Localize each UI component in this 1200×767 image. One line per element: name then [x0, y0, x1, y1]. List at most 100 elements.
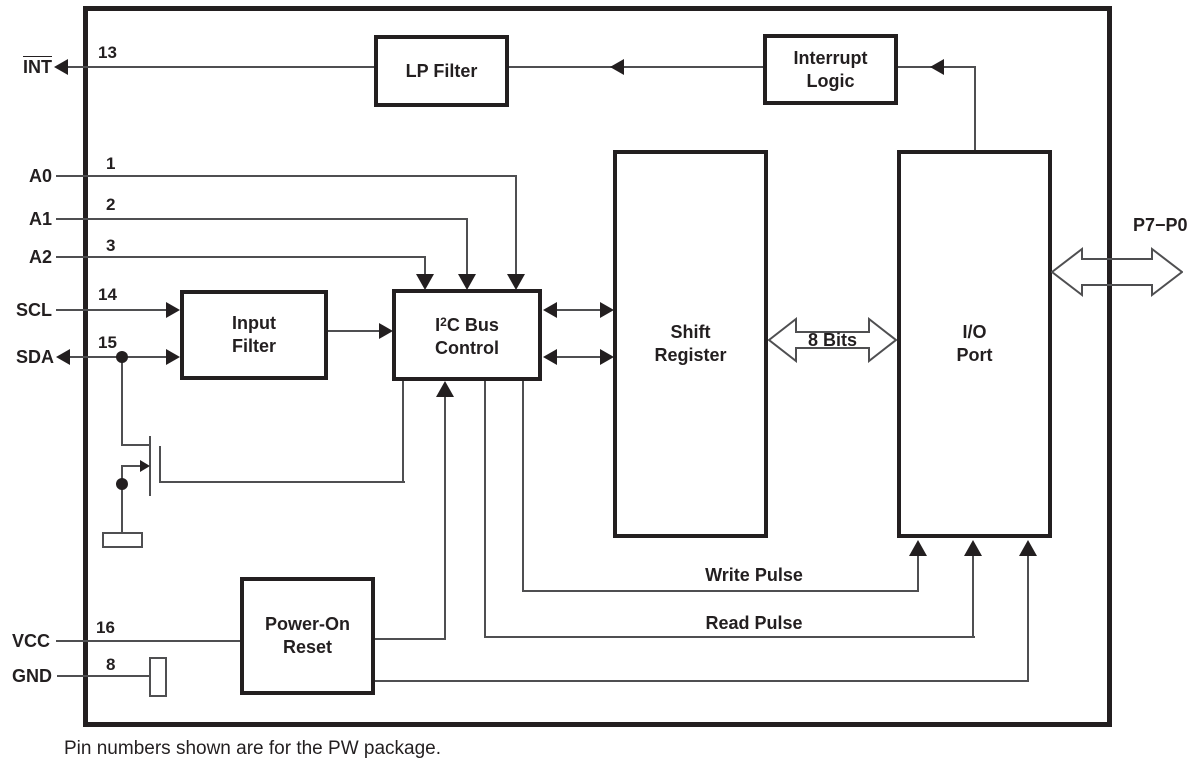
block-io-port: I/O Port: [897, 150, 1052, 538]
wire-read-pulse: [485, 636, 975, 638]
arrowhead-interrupt-in: [930, 59, 944, 75]
pin-number-gnd: 8: [106, 655, 116, 674]
pin-label-gnd: GND: [12, 666, 52, 686]
pin-label-sda: SDA: [15, 347, 54, 367]
mosfet-substrate-symbol: [102, 532, 143, 548]
label-8-bits: 8 Bits: [807, 330, 858, 350]
wire-interrupt-vertical: [974, 66, 976, 150]
arrowhead-sda-out: [56, 349, 70, 365]
mosfet-gate-bar: [159, 446, 161, 483]
wire-i2c-shiftreg-1: [548, 309, 602, 311]
arrowhead-scl-into-filter: [166, 302, 180, 318]
wire-a1: [56, 218, 468, 220]
pin-label-a0: A0: [28, 166, 52, 186]
pin-label-scl: SCL: [16, 300, 52, 320]
block-label: LP Filter: [405, 60, 478, 81]
arrowhead-bi1-right: [600, 302, 614, 318]
arrowhead-por-into-ioport: [1019, 540, 1037, 556]
gnd-resistor-symbol: [149, 657, 167, 697]
junction-mosfet-source: [116, 478, 128, 490]
wire-i2c-to-gate-vertical: [402, 378, 404, 483]
wire-write-vertical: [522, 378, 524, 592]
wire-por-to-i2c-vertical: [444, 392, 446, 640]
block-label: Reset: [282, 637, 333, 657]
pin-number-a0: 1: [106, 154, 116, 173]
arrowhead-mosfet-source: [140, 460, 150, 472]
pin-number-a1: 2: [106, 195, 116, 214]
arrowhead-a0-into-i2c: [507, 274, 525, 290]
block-label: Register: [654, 345, 727, 365]
wire-write-to-ioport-vertical: [917, 548, 919, 592]
wire-a1-vertical: [466, 218, 468, 280]
wire-a0-vertical: [515, 175, 517, 280]
arrowhead-filter-into-i2c: [379, 323, 393, 339]
arrowhead-por-into-i2c: [436, 381, 454, 397]
block-label: Input: [232, 313, 276, 333]
label-write-pulse: Write Pulse: [705, 565, 803, 585]
wire-por-to-ioport-vertical: [1027, 548, 1029, 682]
pin-number-scl: 14: [98, 285, 117, 304]
pin-label-vcc: VCC: [11, 631, 50, 651]
block-label: I/O: [962, 322, 987, 342]
arrowhead-lpfilter-in: [610, 59, 624, 75]
arrowhead-a1-into-i2c: [458, 274, 476, 290]
wire-lpfilter-to-interrupt: [509, 66, 763, 68]
block-shift-register: Shift Register: [613, 150, 768, 538]
pin-label-a1: A1: [28, 209, 52, 229]
block-label: Interrupt: [793, 47, 868, 68]
wire-write-pulse: [523, 590, 919, 592]
pin-number-vcc: 16: [96, 618, 115, 637]
arrowhead-sda-into-filter: [166, 349, 180, 365]
pin-label-a2: A2: [28, 247, 52, 267]
wire-i2c-shiftreg-2: [548, 356, 602, 358]
block-label: Port: [956, 345, 993, 365]
junction-sda: [116, 351, 128, 363]
wire-mosfet-gate: [160, 481, 405, 483]
bus-arrow-p7-p0: [1051, 246, 1183, 298]
footer-note: Pin numbers shown are for the PW package…: [64, 738, 442, 759]
arrowhead-bi2-left: [543, 349, 557, 365]
label-read-pulse: Read Pulse: [705, 613, 803, 633]
block-power-on-reset: Power-On Reset: [240, 577, 375, 695]
block-interrupt-logic: Interrupt Logic: [763, 34, 898, 105]
block-label: Logic: [806, 70, 855, 91]
mosfet-channel: [149, 436, 151, 496]
wire-mosfet-drain: [121, 444, 151, 446]
block-label: I2C Bus: [435, 314, 499, 335]
wire-inputfilter-to-i2c: [328, 330, 382, 332]
block-label: Power-On: [264, 614, 350, 634]
chip-boundary: [83, 6, 1112, 727]
block-label: Control: [435, 337, 499, 358]
pin-number-int: 13: [98, 43, 117, 62]
wire-int: [56, 66, 376, 68]
wire-a0: [56, 175, 517, 177]
wire-read-vertical: [484, 378, 486, 638]
block-i2c-bus-control: I2C Bus Control: [392, 289, 542, 381]
arrowhead-a2-into-i2c: [416, 274, 434, 290]
wire-a2-vertical: [424, 256, 426, 280]
block-label: Filter: [231, 336, 276, 356]
pin-number-a2: 3: [106, 236, 116, 255]
wire-a2: [56, 256, 426, 258]
pin-label-int: INT: [23, 57, 52, 77]
wire-sda-drain-vertical: [121, 356, 123, 446]
wire-mosfet-source: [121, 465, 141, 467]
arrowhead-bi2-right: [600, 349, 614, 365]
wire-por-to-ioport: [375, 680, 1029, 682]
wire-read-to-ioport-vertical: [972, 548, 974, 638]
block-lp-filter: LP Filter: [374, 35, 509, 107]
arrowhead-bi1-left: [543, 302, 557, 318]
block-input-filter: Input Filter: [180, 290, 328, 380]
arrowhead-read-into-ioport: [964, 540, 982, 556]
wire-sda-source-vertical: [121, 465, 123, 533]
bus-arrow-8bits: [768, 317, 897, 363]
wire-gnd: [57, 675, 150, 677]
pin-label-p7-p0: P7−P0: [1133, 215, 1188, 235]
wire-por-output: [375, 638, 446, 640]
block-label: Shift: [670, 322, 711, 342]
wire-vcc: [56, 640, 240, 642]
arrowhead-write-into-ioport: [909, 540, 927, 556]
pin-number-sda: 15: [98, 333, 117, 352]
superscript-2: 2: [440, 314, 447, 329]
